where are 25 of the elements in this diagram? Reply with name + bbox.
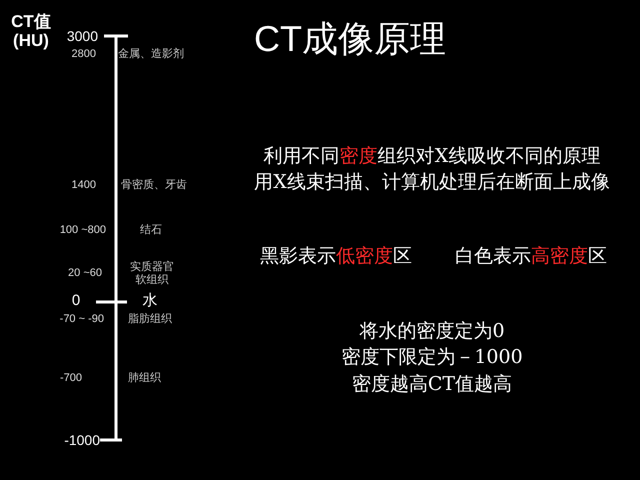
tissue-label: 肺组织 — [128, 372, 162, 386]
axis-title: CT值 (HU) — [10, 12, 52, 51]
tick-value: 20 ~60 — [67, 267, 102, 280]
body-text: 利用不同密度组织对X线吸收不同的原理 — [262, 146, 602, 168]
tick-value: 100 ~800 — [58, 224, 106, 238]
body-text: 密度越高CT值越高 — [350, 374, 514, 396]
tick-value: 3000 — [66, 28, 98, 44]
tissue-label: 脂肪组织 — [128, 313, 173, 326]
tick-value: -70 ~ -90 — [58, 313, 104, 326]
body-text: 用X线束扫描、计算机处理后在断面上成像 — [253, 172, 611, 194]
tick-value: 0 — [70, 292, 82, 310]
body-text: 将水的密度定为0 — [358, 320, 506, 342]
tissue-label: 金属、造影剂 — [118, 48, 185, 62]
title: CT成像原理 — [253, 18, 447, 60]
tissue-label: 实质器官软组织 — [129, 261, 175, 287]
tick-value: 1400 — [70, 179, 96, 192]
tissue-label: 骨密质、牙齿 — [121, 179, 188, 192]
tissue-label: 结石 — [140, 224, 163, 238]
tick-value: -700 — [58, 372, 82, 386]
body-text: 白色表示高密度区 — [454, 246, 608, 268]
tick-value: 2800 — [70, 48, 96, 62]
tissue-label: 水 — [142, 292, 158, 310]
tick-value: -1000 — [63, 432, 100, 448]
body-text: 密度下限定为－1000 — [340, 346, 524, 368]
body-text: 黑影表示低密度区 — [259, 246, 413, 268]
